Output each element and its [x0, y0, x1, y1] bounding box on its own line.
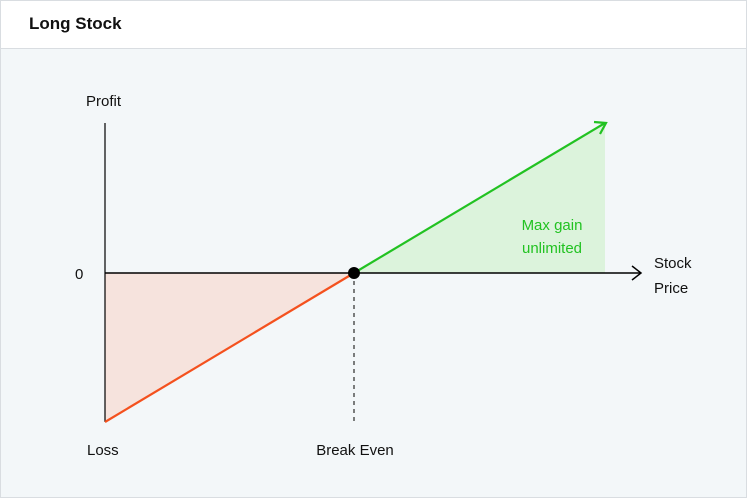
card-header: Long Stock — [1, 1, 746, 49]
loss-label: Loss — [87, 442, 119, 459]
y-axis-label: Profit — [86, 93, 122, 110]
chart-title: Long Stock — [29, 14, 122, 33]
max-gain-label-line-2: unlimited — [522, 240, 582, 257]
gain-line — [353, 122, 606, 274]
gain-arrow — [593, 120, 608, 135]
x-axis-label-line-1: Stock — [654, 255, 692, 272]
break-even-point — [348, 267, 360, 279]
max-gain-label-line-1: Max gain — [522, 217, 583, 234]
loss-line — [104, 272, 355, 423]
x-axis-label-line-2: Price — [654, 280, 688, 297]
x-axis-arrow — [631, 265, 643, 281]
y-tick-zero: 0 — [75, 266, 83, 283]
break-even-label: Break Even — [316, 442, 394, 459]
